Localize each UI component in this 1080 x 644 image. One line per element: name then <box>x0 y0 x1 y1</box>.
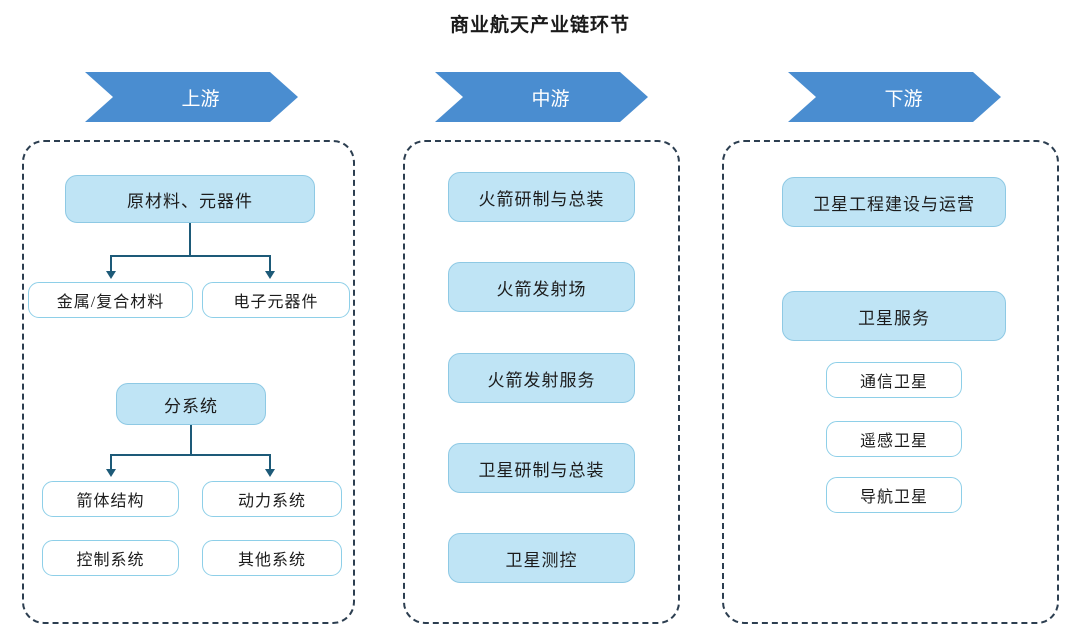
node-raw-materials-label: 原材料、元器件 <box>127 191 253 211</box>
node-rocket-rd-assembly-label: 火箭研制与总装 <box>478 189 605 209</box>
node-satellite-rd-assembly-label: 卫星研制与总装 <box>478 460 605 480</box>
arrowhead-rocket-body-structure <box>106 469 116 477</box>
node-control-system[interactable]: 控制系统 <box>42 540 179 576</box>
node-propulsion-system-label: 动力系统 <box>237 493 306 510</box>
node-rocket-launch-site[interactable]: 火箭发射场 <box>448 262 635 312</box>
node-other-systems[interactable]: 其他系统 <box>202 540 342 576</box>
connector-raw-stem <box>189 223 191 256</box>
node-navigation-satellite[interactable]: 导航卫星 <box>826 477 962 513</box>
container-downstream <box>722 140 1059 624</box>
banner-midstream: 中游 <box>435 72 648 122</box>
node-satellite-service[interactable]: 卫星服务 <box>782 291 1006 341</box>
node-raw-materials[interactable]: 原材料、元器件 <box>65 175 315 223</box>
node-propulsion-system[interactable]: 动力系统 <box>202 481 342 517</box>
banner-downstream-label: 下游 <box>884 88 923 110</box>
connector-subsystems-right-drop <box>269 454 271 471</box>
node-rocket-launch-service[interactable]: 火箭发射服务 <box>448 353 635 403</box>
connector-subsystems-bus <box>110 454 270 456</box>
banner-upstream: 上游 <box>85 72 298 122</box>
node-satellite-engineering-ops-label: 卫星工程建设与运营 <box>813 194 975 214</box>
node-navigation-satellite-label: 导航卫星 <box>859 489 928 506</box>
node-rocket-launch-service-label: 火箭发射服务 <box>487 370 596 390</box>
arrowhead-electronic-components <box>265 271 275 279</box>
connector-raw-bus <box>110 255 270 257</box>
container-upstream <box>22 140 355 624</box>
connector-raw-left-drop <box>110 255 112 273</box>
node-control-system-label: 控制系统 <box>76 552 145 569</box>
node-rocket-launch-site-label: 火箭发射场 <box>496 279 587 299</box>
node-electronic-components-label: 电子元器件 <box>233 294 319 311</box>
arrowhead-propulsion-system <box>265 469 275 477</box>
node-satellite-tt-and-c-label: 卫星测控 <box>505 550 578 570</box>
node-subsystems[interactable]: 分系统 <box>116 383 266 425</box>
node-satellite-service-label: 卫星服务 <box>858 308 930 328</box>
node-remote-sensing-satellite[interactable]: 遥感卫星 <box>826 421 962 457</box>
node-satellite-engineering-ops[interactable]: 卫星工程建设与运营 <box>782 177 1006 227</box>
connector-subsystems-left-drop <box>110 454 112 471</box>
node-communication-satellite[interactable]: 通信卫星 <box>826 362 962 398</box>
node-rocket-rd-assembly[interactable]: 火箭研制与总装 <box>448 172 635 222</box>
banner-upstream-label: 上游 <box>181 88 220 110</box>
node-communication-satellite-label: 通信卫星 <box>859 374 928 391</box>
node-satellite-rd-assembly[interactable]: 卫星研制与总装 <box>448 443 635 493</box>
node-rocket-body-structure-label: 箭体结构 <box>76 493 145 510</box>
banner-downstream: 下游 <box>788 72 1001 122</box>
connector-subsystems-stem <box>190 425 192 455</box>
node-other-systems-label: 其他系统 <box>237 552 306 569</box>
node-metal-composite-label: 金属/复合材料 <box>56 294 165 311</box>
container-midstream <box>403 140 680 624</box>
page-title: 商业航天产业链环节 <box>449 15 630 36</box>
node-electronic-components[interactable]: 电子元器件 <box>202 282 350 318</box>
node-satellite-tt-and-c[interactable]: 卫星测控 <box>448 533 635 583</box>
arrowhead-metal-composite <box>106 271 116 279</box>
node-remote-sensing-satellite-label: 遥感卫星 <box>859 433 928 450</box>
connector-raw-right-drop <box>269 255 271 273</box>
node-subsystems-label: 分系统 <box>164 396 218 416</box>
banner-midstream-label: 中游 <box>531 88 570 110</box>
node-rocket-body-structure[interactable]: 箭体结构 <box>42 481 179 517</box>
node-metal-composite[interactable]: 金属/复合材料 <box>28 282 193 318</box>
